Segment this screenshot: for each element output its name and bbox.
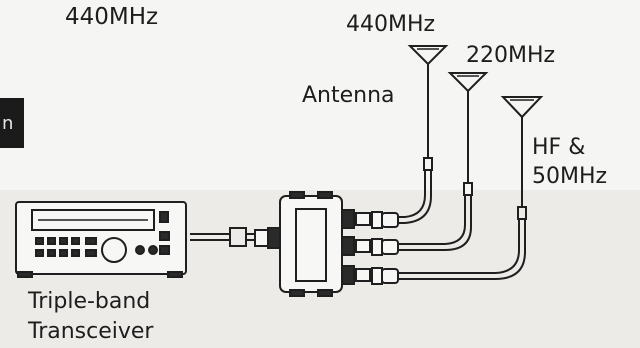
antenna-220-icon — [447, 72, 489, 196]
transceiver-label: Triple-band Transceiver — [28, 287, 153, 346]
antenna-hf-line1: HF & — [532, 135, 586, 160]
edge-tab-label: n — [2, 112, 14, 134]
antenna-hf-label: HF & 50MHz — [532, 134, 607, 191]
transceiver-label-line1: Triple-band — [28, 289, 151, 314]
transceiver-label-line2: Transceiver — [28, 318, 154, 344]
antenna-cables — [398, 170, 526, 280]
transceiver-icon — [15, 201, 187, 278]
top-frequency-label: 440MHz — [65, 4, 159, 30]
triplexer-icon — [254, 191, 399, 297]
antenna-hf-line2: 50MHz — [532, 163, 608, 189]
antenna-label: Antenna — [302, 83, 395, 108]
link-cable — [190, 227, 255, 247]
upper-background — [0, 0, 640, 190]
antenna-hf-icon — [500, 96, 544, 220]
antenna-440-label: 440MHz — [346, 12, 436, 37]
antenna-220-label: 220MHz — [466, 43, 556, 68]
edge-tab: n — [0, 98, 24, 148]
antenna-440-icon — [407, 45, 449, 171]
